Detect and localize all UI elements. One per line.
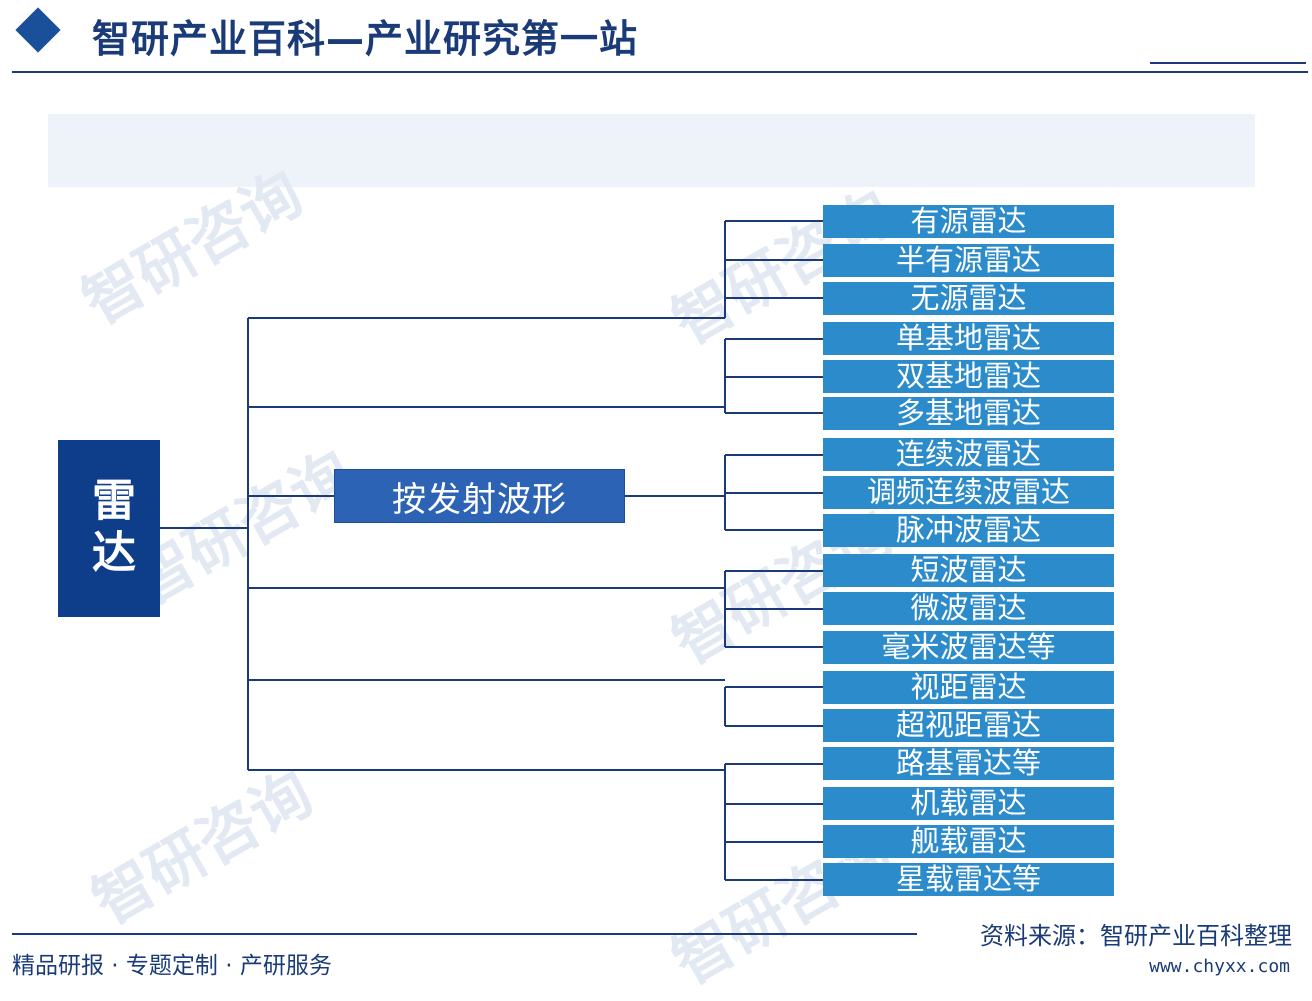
- leaf-node: 星载雷达等: [823, 863, 1114, 896]
- leaf-node: 超视距雷达: [823, 709, 1114, 742]
- footer-url: www.chyxx.com: [1149, 956, 1290, 977]
- footer-divider: [12, 933, 917, 935]
- footer-tagline: 精品研报 · 专题定制 · 产研服务: [12, 953, 332, 979]
- leaf-node: 路基雷达等: [823, 747, 1114, 780]
- leaf-node: 舰载雷达: [823, 825, 1114, 858]
- leaf-node: 连续波雷达: [823, 438, 1114, 471]
- leaf-node: 短波雷达: [823, 554, 1114, 587]
- leaf-node: 有源雷达: [823, 205, 1114, 238]
- leaf-node: 调频连续波雷达: [823, 476, 1114, 509]
- leaf-node: 半有源雷达: [823, 244, 1114, 277]
- branch-node-waveform: 按发射波形: [334, 469, 625, 523]
- leaf-node: 单基地雷达: [823, 322, 1114, 355]
- leaf-node: 双基地雷达: [823, 360, 1114, 393]
- leaf-node: 毫米波雷达等: [823, 631, 1114, 664]
- banner-area: [48, 114, 1255, 187]
- leaf-node: 视距雷达: [823, 671, 1114, 704]
- header-divider-accent: [1150, 62, 1306, 64]
- root-node-radar: 雷达: [58, 440, 160, 617]
- leaf-node: 无源雷达: [823, 282, 1114, 315]
- page-title: 智研产业百科—产业研究第一站: [92, 17, 639, 61]
- leaf-node: 多基地雷达: [823, 397, 1114, 430]
- leaf-node: 机载雷达: [823, 787, 1114, 820]
- source-note: 资料来源：智研产业百科整理: [980, 922, 1292, 950]
- leaf-node: 微波雷达: [823, 592, 1114, 625]
- leaf-node: 脉冲波雷达: [823, 514, 1114, 547]
- header-divider: [12, 71, 1308, 73]
